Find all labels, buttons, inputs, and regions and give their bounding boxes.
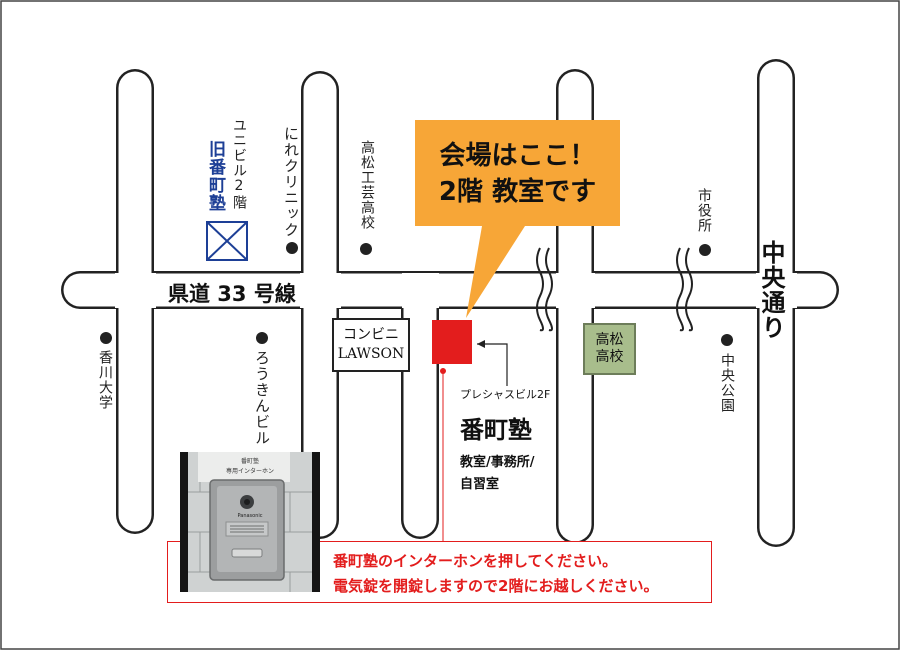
rou-kin-bldg-label: ろうきんビル xyxy=(253,350,271,446)
crossed-box-icon xyxy=(206,221,248,261)
takamatsu-high-line1: 高松 xyxy=(595,332,624,348)
plessas-bldg-label: プレシャスビル2F xyxy=(460,388,551,401)
rooms-line2: 自習室 xyxy=(460,477,500,492)
notice-line1: 番町塾のインターホンを押してください。 xyxy=(333,552,618,570)
city-office-label: 市役所 xyxy=(696,188,712,233)
callout-bubble xyxy=(415,120,620,318)
convenience-line1: コンビニ xyxy=(343,327,399,343)
nire-clinic-label: にれクリニック xyxy=(282,126,300,238)
old-school-building: ユニビル2階 xyxy=(231,118,247,210)
lawson-box: コンビニ LAWSON xyxy=(332,318,410,372)
chuo-park-label: 中央公園 xyxy=(719,353,735,413)
road-junctions xyxy=(115,273,797,308)
dot-icon xyxy=(100,332,112,344)
callout-line1: 会場はここ！ xyxy=(439,141,596,171)
takamatsu-high-box: 高松 高校 xyxy=(583,323,636,375)
prefectural-road-label: 県道 33 号線 xyxy=(168,282,296,306)
takamatsu-kogei-label: 高松工芸高校 xyxy=(359,140,375,230)
dot-icon xyxy=(360,243,372,255)
dot-icon xyxy=(256,332,268,344)
arrow-icon xyxy=(477,340,485,348)
intercom-label2: 専用インターホン xyxy=(225,468,274,475)
takamatsu-high-line2: 高校 xyxy=(595,349,624,365)
venue-marker xyxy=(432,320,472,364)
dot-icon xyxy=(699,244,711,256)
double-wavy-break-icon xyxy=(536,247,693,332)
dot-icon xyxy=(721,334,733,346)
intercom-photo: 番町塾 専用インターホン Panasonic xyxy=(180,452,320,592)
intercom-brand: Panasonic xyxy=(237,513,263,519)
intercom-illustration xyxy=(180,452,320,592)
venue-pointer-line xyxy=(477,343,508,386)
old-school-name: 旧番町塾 xyxy=(205,140,225,212)
banchojuku-label: 番町塾 xyxy=(460,416,532,444)
chuo-dori-label: 中央通り xyxy=(757,240,785,340)
rooms-line1: 教室/事務所/ xyxy=(460,455,535,470)
venue-pin-dot xyxy=(440,368,446,374)
convenience-line2: LAWSON xyxy=(337,346,405,362)
callout-text: 会場はここ！ 2階 教室です xyxy=(415,138,620,210)
intercom-label1: 番町塾 xyxy=(240,458,259,465)
dot-icon xyxy=(286,242,298,254)
callout-line2: 2階 教室です xyxy=(438,177,597,207)
notice-line2: 電気錠を開錠しますので2階にお越しください。 xyxy=(333,577,659,595)
kagawa-univ-label: 香川大学 xyxy=(97,350,113,410)
